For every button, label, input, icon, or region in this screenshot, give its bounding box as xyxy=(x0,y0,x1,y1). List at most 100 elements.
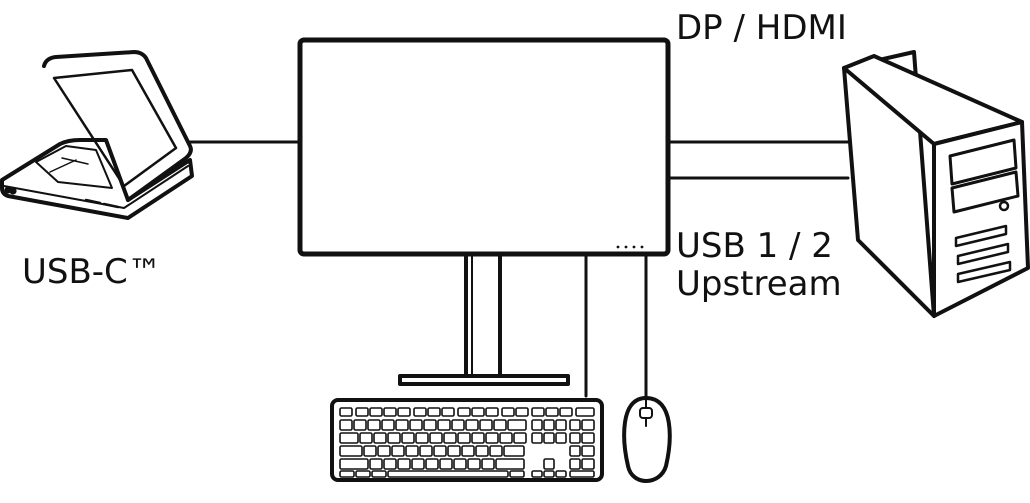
keyboard-key xyxy=(339,470,355,478)
keyboard-key xyxy=(569,470,595,478)
keyboard-key xyxy=(447,445,461,457)
monitor-port-dots xyxy=(616,245,644,249)
mouse-icon xyxy=(622,396,672,483)
keyboard-key xyxy=(485,407,499,417)
usb-upstream-label-line1: USB 1 / 2 xyxy=(676,226,833,266)
keyboard-key xyxy=(441,407,455,417)
keyboard-key xyxy=(427,407,441,417)
keyboard-icon xyxy=(330,398,604,482)
keyboard-key xyxy=(503,445,525,457)
keyboard-key xyxy=(405,445,419,457)
keyboard-key xyxy=(353,419,367,431)
keyboard-key xyxy=(339,458,369,470)
keyboard-key xyxy=(471,432,485,444)
keyboard-key xyxy=(453,458,467,470)
keyboard-key xyxy=(425,458,439,470)
keyboard-key xyxy=(531,432,543,444)
keyboard-key xyxy=(397,407,411,417)
keyboard-key xyxy=(439,458,453,470)
keyboard-key xyxy=(471,407,485,417)
keyboard-key xyxy=(369,458,383,470)
keyboard-key xyxy=(507,419,527,431)
keyboard-key xyxy=(415,432,429,444)
keyboard-key xyxy=(419,445,433,457)
keyboard-key xyxy=(437,419,451,431)
keyboard-key xyxy=(371,470,387,478)
keyboard-key xyxy=(355,407,369,417)
keyboard-key xyxy=(515,407,529,417)
keyboard-key xyxy=(339,445,363,457)
keyboard-key xyxy=(559,407,573,417)
keyboard-key xyxy=(513,432,527,444)
keyboard-key xyxy=(569,432,581,444)
usb-c-label: USB-C™ xyxy=(22,252,162,292)
keyboard-key xyxy=(423,419,437,431)
keyboard-key xyxy=(543,419,555,431)
keyboard-key xyxy=(363,445,377,457)
keyboard-key xyxy=(457,432,471,444)
keyboard-key xyxy=(581,432,595,444)
keyboard-key xyxy=(367,419,381,431)
keyboard-key xyxy=(433,445,447,457)
keyboard-key xyxy=(543,458,555,470)
keyboard-key xyxy=(489,445,503,457)
keyboard-key xyxy=(509,470,525,478)
keyboard-key xyxy=(531,419,543,431)
dp-hdmi-label: DP / HDMI xyxy=(676,8,847,48)
keyboard-key xyxy=(555,432,567,444)
keyboard-key xyxy=(413,407,427,417)
laptop-icon xyxy=(0,50,194,220)
keyboard-key xyxy=(485,432,499,444)
keyboard-key xyxy=(411,458,425,470)
keyboard-key xyxy=(543,470,555,478)
keyboard-key xyxy=(377,445,391,457)
keyboard-key xyxy=(443,432,457,444)
dp-hdmi-cable xyxy=(666,140,850,180)
keyboard-key xyxy=(581,458,595,470)
keyboard-key xyxy=(387,432,401,444)
keyboard-key xyxy=(481,458,495,470)
keyboard-key xyxy=(555,419,567,431)
keyboard-key xyxy=(581,419,595,431)
keyboard-key xyxy=(355,470,371,478)
desktop-tower-icon xyxy=(842,50,1030,318)
keyboard-key xyxy=(499,432,513,444)
cables xyxy=(186,140,850,400)
keyboard-key xyxy=(475,445,489,457)
keyboard-key xyxy=(467,458,481,470)
keyboard-key xyxy=(387,470,509,478)
keyboard-key xyxy=(543,432,555,444)
keyboard-key xyxy=(569,419,581,431)
keyboard-key xyxy=(391,445,405,457)
keyboard-key xyxy=(457,407,471,417)
keyboard-key xyxy=(395,419,409,431)
keyboard-key xyxy=(569,458,581,470)
keyboard-key xyxy=(495,458,525,470)
keyboard-key xyxy=(465,419,479,431)
keyboard-key xyxy=(339,432,359,444)
keyboard-key xyxy=(429,432,443,444)
keyboard-key xyxy=(451,419,465,431)
monitor-screen xyxy=(297,37,671,257)
keyboard-key xyxy=(575,407,595,417)
keyboard-key xyxy=(493,419,507,431)
keyboard-key xyxy=(531,470,543,478)
keyboard-key xyxy=(381,419,395,431)
usb-upstream-label-line2: Upstream xyxy=(676,264,842,304)
keyboard-key xyxy=(569,445,581,457)
keyboard-key xyxy=(545,407,559,417)
keyboard-key xyxy=(479,419,493,431)
monitor-icon xyxy=(297,37,671,386)
keyboard-key xyxy=(397,458,411,470)
keyboard-key xyxy=(581,445,595,457)
keyboard-key xyxy=(501,407,515,417)
keyboard-key xyxy=(383,458,397,470)
keyboard-key xyxy=(339,407,353,417)
keyboard-key xyxy=(359,432,373,444)
keyboard-key xyxy=(369,407,383,417)
keyboard-key xyxy=(373,432,387,444)
keyboard-key xyxy=(555,470,567,478)
keyboard-key xyxy=(339,419,353,431)
keyboard-key xyxy=(461,445,475,457)
